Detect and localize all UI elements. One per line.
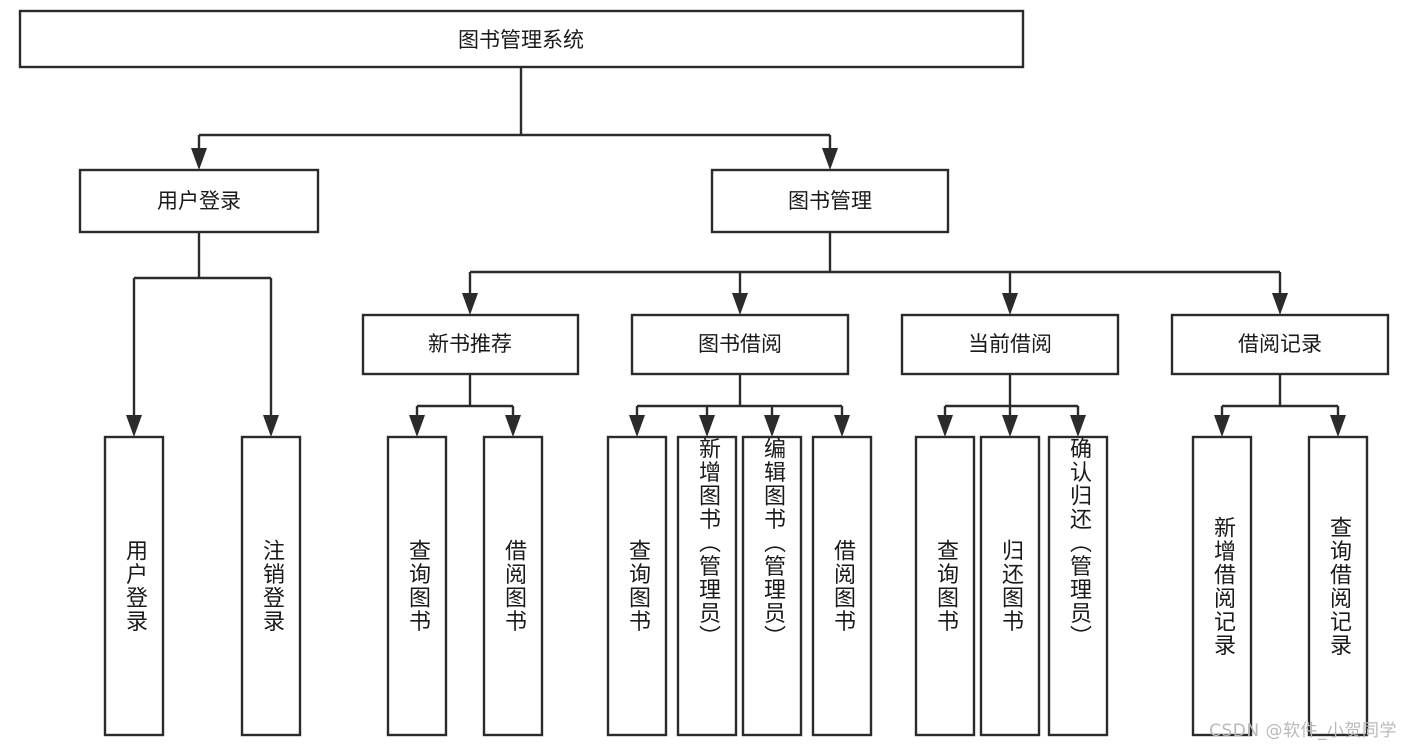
leaf-box-borrow-book-2[interactable] xyxy=(811,435,873,737)
node-user-login[interactable]: 用户登录 xyxy=(78,168,320,234)
node-borrow-record[interactable]: 借阅记录 xyxy=(1170,313,1390,376)
leaf-box-borrow-book-1[interactable] xyxy=(482,435,544,737)
connector-root-to-level2 xyxy=(197,67,832,152)
leaf-box-add-book[interactable] xyxy=(676,435,738,737)
arrow-head-user-login xyxy=(191,148,207,170)
node-new-book-recommend-label: 新书推荐 xyxy=(428,332,512,356)
leaf-box-query-book-1[interactable] xyxy=(386,435,448,737)
arrow-head-leaf-return-book xyxy=(1002,415,1018,437)
leaf-box-logout[interactable] xyxy=(240,435,302,737)
arrow-head-leaf-query-book-2 xyxy=(629,415,645,437)
node-new-book-recommend[interactable]: 新书推荐 xyxy=(361,313,580,376)
leaf-box-confirm-return[interactable] xyxy=(1047,435,1109,737)
node-root-system[interactable]: 图书管理系统 xyxy=(18,9,1025,69)
leaf-box-query-book-3[interactable] xyxy=(914,435,976,737)
connector-bookmanage-to-level3 xyxy=(468,232,1282,297)
leaf-box-query-record[interactable] xyxy=(1307,435,1369,737)
leaf-box-user-login[interactable] xyxy=(103,435,165,737)
csdn-watermark: CSDN @软件_小贺同学 xyxy=(1209,721,1397,741)
node-current-borrow-label: 当前借阅 xyxy=(968,332,1052,356)
node-book-manage[interactable]: 图书管理 xyxy=(710,168,950,234)
arrow-head-leaf-borrow-book-1 xyxy=(505,415,521,437)
arrow-head-leaf-logout xyxy=(263,415,279,437)
leaf-box-return-book[interactable] xyxy=(979,435,1041,737)
node-current-borrow[interactable]: 当前借阅 xyxy=(900,313,1120,376)
leaf-box-group xyxy=(103,435,1369,737)
arrow-head-book-borrow xyxy=(732,293,748,315)
node-book-borrow-label: 图书借阅 xyxy=(698,332,782,356)
arrow-head-leaf-query-book-3 xyxy=(937,415,953,437)
node-new-book-recommend-box[interactable] xyxy=(361,313,580,376)
connector-currentborrow-to-leaves xyxy=(943,374,1080,419)
node-user-login-label: 用户登录 xyxy=(157,189,241,213)
connector-borrowrecord-to-leaves xyxy=(1220,374,1340,419)
node-root-system-box[interactable] xyxy=(18,9,1025,69)
arrow-head-leaf-borrow-book-2 xyxy=(834,415,850,437)
node-borrow-record-label: 借阅记录 xyxy=(1238,332,1322,356)
connector-userlogin-to-leaves xyxy=(132,232,273,419)
arrow-head-leaf-add-record xyxy=(1214,415,1230,437)
node-book-borrow-box[interactable] xyxy=(630,313,850,376)
arrow-head-leaf-edit-book xyxy=(764,415,780,437)
node-book-manage-box[interactable] xyxy=(710,168,950,234)
arrow-head-new-book xyxy=(462,293,478,315)
node-current-borrow-box[interactable] xyxy=(900,313,1120,376)
connector-group xyxy=(126,67,1346,437)
node-root-system-label: 图书管理系统 xyxy=(458,28,584,52)
arrow-head-leaf-confirm-return xyxy=(1070,415,1086,437)
arrow-head-book-manage xyxy=(822,148,838,170)
node-user-login-box[interactable] xyxy=(78,168,320,234)
arrow-head-leaf-query-book-1 xyxy=(409,415,425,437)
leaf-box-add-record[interactable] xyxy=(1191,435,1253,737)
arrow-head-current-borrow xyxy=(1002,293,1018,315)
arrow-head-leaf-query-record xyxy=(1330,415,1346,437)
arrow-head-borrow-record xyxy=(1272,293,1288,315)
connector-bookborrow-to-leaves xyxy=(635,374,844,419)
node-borrow-record-box[interactable] xyxy=(1170,313,1390,376)
leaf-box-query-book-2[interactable] xyxy=(606,435,668,737)
node-book-borrow[interactable]: 图书借阅 xyxy=(630,313,850,376)
node-book-manage-label: 图书管理 xyxy=(788,189,872,213)
arrow-head-leaf-user-login xyxy=(126,415,142,437)
leaf-box-edit-book[interactable] xyxy=(741,435,803,737)
connector-newbook-to-leaves xyxy=(415,374,515,419)
arrow-head-leaf-add-book xyxy=(699,415,715,437)
